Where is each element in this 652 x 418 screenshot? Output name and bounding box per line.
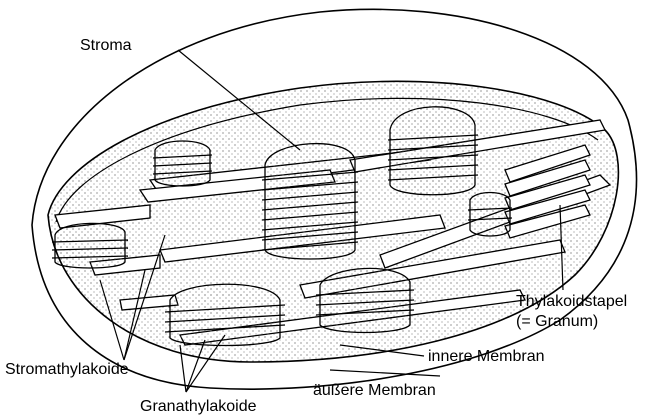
granum-left-upper — [153, 141, 212, 186]
label-stroma: Stroma — [80, 37, 132, 55]
granum-left-lower — [52, 223, 128, 268]
granum-small-right — [468, 193, 512, 237]
label-granathylakoide: Granathylakoide — [140, 398, 257, 416]
granum-bottom-left — [165, 284, 285, 345]
label-granum: (= Granum) — [516, 313, 598, 331]
label-aeussere-membran: äußere Membran — [313, 382, 436, 400]
granum-bottom-middle — [316, 268, 414, 332]
granum-right-upper — [388, 107, 478, 195]
granum-central — [262, 144, 358, 259]
label-thylakoidstapel: Thylakoidstapel — [516, 293, 627, 311]
label-innere-membran: innere Membran — [428, 348, 545, 366]
label-stromathylakoide: Stromathylakoide — [5, 361, 129, 379]
